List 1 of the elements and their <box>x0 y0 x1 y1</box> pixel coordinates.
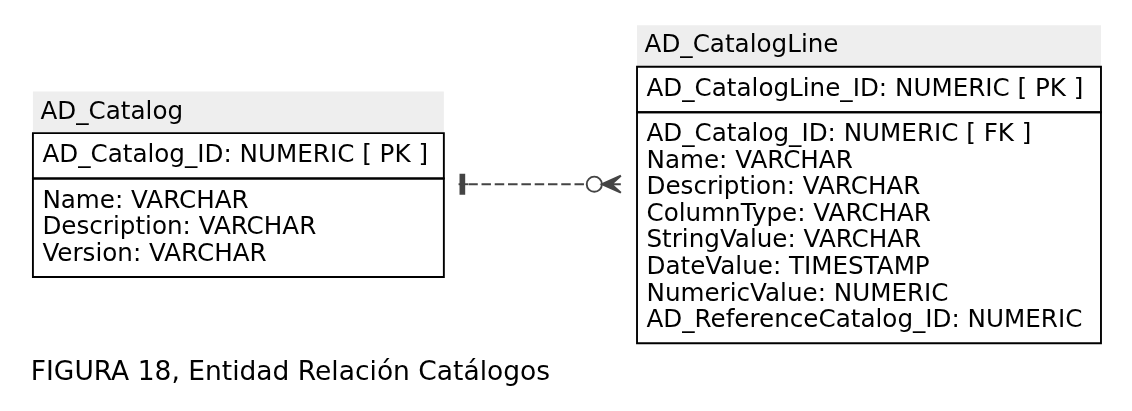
caption: FIGURA 18, Entidad Relación Catálogos <box>30 354 551 386</box>
